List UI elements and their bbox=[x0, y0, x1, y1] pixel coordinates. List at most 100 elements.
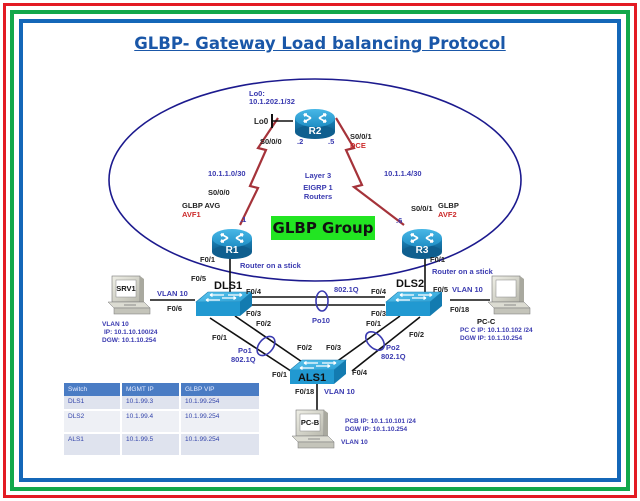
table-header-glbp-vip: GLBP VIP bbox=[180, 383, 261, 396]
als1-f03-label: F0/3 bbox=[326, 343, 341, 352]
dls2-f03-label: F0/3 bbox=[371, 309, 386, 318]
right-subnet-label: 10.1.1.4/30 bbox=[384, 169, 422, 178]
dls2-f018-label: F0/18 bbox=[450, 305, 469, 314]
diagram-title: GLBP- Gateway Load balancing Protocol bbox=[134, 34, 506, 53]
als1-f01-label: F0/1 bbox=[272, 370, 287, 379]
switch-ip-table: Switch MGMT IP GLBP VIP DLS1 10.1.99.3 1… bbox=[64, 383, 261, 457]
router-r2[interactable]: R2 bbox=[294, 108, 336, 140]
dls2-f01-label: F0/1 bbox=[366, 319, 381, 328]
r2-lo0-address: 10.1.202.1/32 bbox=[249, 97, 295, 106]
r3-router-on-a-stick: Router on a stick bbox=[432, 267, 494, 276]
router-r3-label: R3 bbox=[416, 245, 429, 256]
dls1-f02-label: F0/2 bbox=[256, 319, 271, 328]
r2-if-right: S0/0/1 bbox=[350, 132, 372, 141]
als1-vlan-label: VLAN 10 bbox=[324, 387, 355, 396]
table-cell: 10.1.99.3 bbox=[121, 396, 181, 411]
po2-trunk-label: 802.1Q bbox=[381, 352, 406, 361]
pcc-dgw-label: DGW IP: 10.1.10.254 bbox=[460, 335, 523, 342]
host-pcc-label: PC-C bbox=[477, 317, 496, 326]
dls1-f03-label: F0/3 bbox=[246, 309, 261, 318]
r1-role-label: GLBP AVG bbox=[182, 201, 220, 210]
r2-lo0-label: Lo0 bbox=[254, 117, 269, 126]
po10-trunk-label: 802.1Q bbox=[334, 285, 359, 294]
switch-als1-label: ALS1 bbox=[298, 372, 326, 384]
table-cell: 10.1.99.4 bbox=[121, 410, 181, 434]
srv1-ip-label: IP: 10.1.10.100/24 bbox=[104, 329, 158, 336]
router-r3[interactable]: R3 bbox=[401, 228, 443, 260]
po10-ring bbox=[315, 290, 329, 312]
glbp-group-ellipse bbox=[108, 78, 522, 282]
eigrp-label: EIGRP 1 bbox=[303, 183, 332, 192]
serial-link-r2-r3 bbox=[335, 117, 405, 226]
dls1-f06-label: F0/6 bbox=[167, 304, 182, 313]
host-pcb-label: PC-B bbox=[301, 418, 320, 427]
r2-lo0-title: Lo0: bbox=[249, 89, 265, 98]
dls1-f05-label: F0/5 bbox=[191, 274, 206, 283]
r3-role-label: GLBP bbox=[438, 201, 459, 210]
po2-label: Po2 bbox=[386, 343, 400, 352]
dls1-f04-label: F0/4 bbox=[246, 287, 262, 296]
routers-label: Routers bbox=[304, 192, 332, 201]
router-r1-label: R1 bbox=[226, 245, 239, 256]
host-pcc[interactable] bbox=[487, 275, 531, 315]
host-srv1-label: SRV1 bbox=[116, 284, 135, 293]
als1-f018-label: F0/18 bbox=[295, 387, 314, 396]
layer3-label: Layer 3 bbox=[305, 171, 331, 180]
table-row: DLS1 10.1.99.3 10.1.99.254 bbox=[64, 396, 261, 411]
table-cell: DLS2 bbox=[64, 410, 122, 434]
r3-ip-label: .6 bbox=[396, 216, 402, 225]
dls2-f04-label: F0/4 bbox=[371, 287, 387, 296]
dls2-f05-label: F0/5 bbox=[433, 285, 448, 294]
r2-ip-left: .2 bbox=[297, 137, 303, 146]
switch-dls1[interactable] bbox=[195, 291, 253, 317]
r3-if-eth: F0/1 bbox=[430, 255, 445, 264]
r3-avf-label: AVF2 bbox=[438, 210, 457, 219]
router-r1[interactable]: R1 bbox=[211, 228, 253, 260]
r1-if-serial: S0/0/0 bbox=[208, 188, 230, 197]
r2-dce-label: DCE bbox=[350, 141, 366, 150]
table-row: DLS2 10.1.99.4 10.1.99.254 bbox=[64, 410, 261, 434]
host-pcb[interactable]: PC-B bbox=[291, 409, 335, 449]
host-srv1[interactable]: SRV1 bbox=[107, 275, 151, 315]
po2-ring bbox=[364, 330, 386, 352]
middle-green-border bbox=[10, 10, 630, 491]
srv1-vlan-label: VLAN 10 bbox=[102, 321, 129, 328]
pcb-vlan-label: VLAN 10 bbox=[341, 439, 368, 446]
pcb-ip-label: PCB IP: 10.1.10.101 /24 bbox=[345, 418, 416, 425]
table-header-mgmt-ip: MGMT IP bbox=[121, 383, 181, 396]
switch-dls1-label: DLS1 bbox=[214, 280, 242, 292]
switch-dls2-label: DLS2 bbox=[396, 278, 424, 290]
switch-als1[interactable]: ALS1 bbox=[289, 359, 347, 385]
glbp-group-badge: GLBP Group bbox=[271, 216, 375, 240]
pcb-dgw-label: DGW IP: 10.1.10.254 bbox=[345, 426, 408, 433]
table-cell: 10.1.99.5 bbox=[121, 433, 181, 457]
serial-link-r1-r2 bbox=[239, 117, 279, 226]
r3-if-serial: S0/0/1 bbox=[411, 204, 433, 213]
srv1-dgw-label: DGW: 10.1.10.254 bbox=[102, 337, 156, 344]
switch-dls2[interactable] bbox=[385, 291, 443, 317]
inner-blue-border bbox=[19, 19, 621, 482]
po1-label: Po1 bbox=[238, 346, 252, 355]
r2-if-left: S0/0/0 bbox=[260, 137, 282, 146]
r1-router-on-a-stick: Router on a stick bbox=[240, 261, 302, 270]
outer-red-border bbox=[3, 3, 637, 498]
r1-avf-label: AVF1 bbox=[182, 210, 201, 219]
pcc-ip-label: PC C IP: 10.1.10.102 /24 bbox=[460, 327, 533, 334]
link-dls1-als1-f02 bbox=[234, 315, 309, 367]
srv1-link-vlan: VLAN 10 bbox=[157, 289, 188, 298]
left-subnet-label: 10.1.1.0/30 bbox=[208, 169, 246, 178]
table-cell: 10.1.99.254 bbox=[180, 433, 261, 457]
als1-f04-label: F0/4 bbox=[352, 368, 368, 377]
als1-f02-label: F0/2 bbox=[297, 343, 312, 352]
router-r2-label: R2 bbox=[309, 126, 322, 137]
table-header-row: Switch MGMT IP GLBP VIP bbox=[64, 383, 261, 396]
table-cell: ALS1 bbox=[64, 433, 122, 457]
po10-label: Po10 bbox=[312, 316, 330, 325]
dls1-f01-label: F0/1 bbox=[212, 333, 227, 342]
table-cell: 10.1.99.254 bbox=[180, 410, 261, 434]
table-header-switch: Switch bbox=[64, 383, 122, 396]
link-dls2-als1-f02 bbox=[351, 316, 421, 372]
r1-if-eth: F0/1 bbox=[200, 255, 215, 264]
table-row: ALS1 10.1.99.5 10.1.99.254 bbox=[64, 433, 261, 457]
